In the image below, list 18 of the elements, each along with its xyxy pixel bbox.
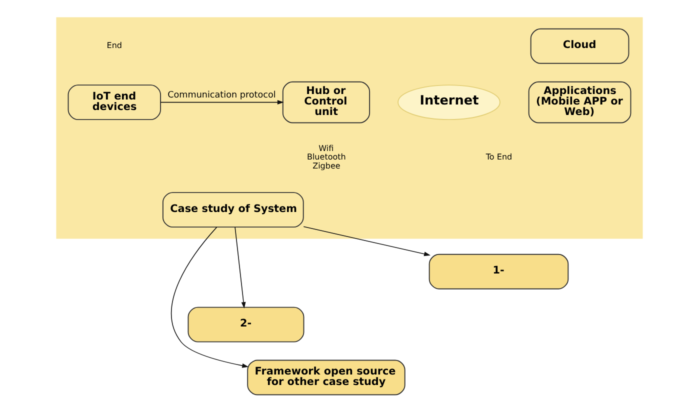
arrow [170,226,249,368]
node-box: 2- [188,306,304,342]
label: Wifi Bluetooth Zigbee [306,144,346,170]
edge-label: Communication protocol [168,90,276,100]
node-box: 1- [428,254,569,290]
label: End [106,41,122,50]
arrow [160,100,284,105]
arrow [303,226,430,256]
node-ellipse: Internet [398,84,500,120]
node-box: Applications (Mobile APP or Web) [528,81,632,124]
cluster [56,17,643,239]
arrow [234,226,246,308]
node-box: Hub or Control unit [282,81,370,124]
node-box: Framework open source for other case study [247,360,406,396]
node-box: IoT end devices [68,84,162,120]
node-box: Cloud [530,28,630,64]
label: To End [486,152,512,162]
node-box: Case study of System [162,192,304,228]
